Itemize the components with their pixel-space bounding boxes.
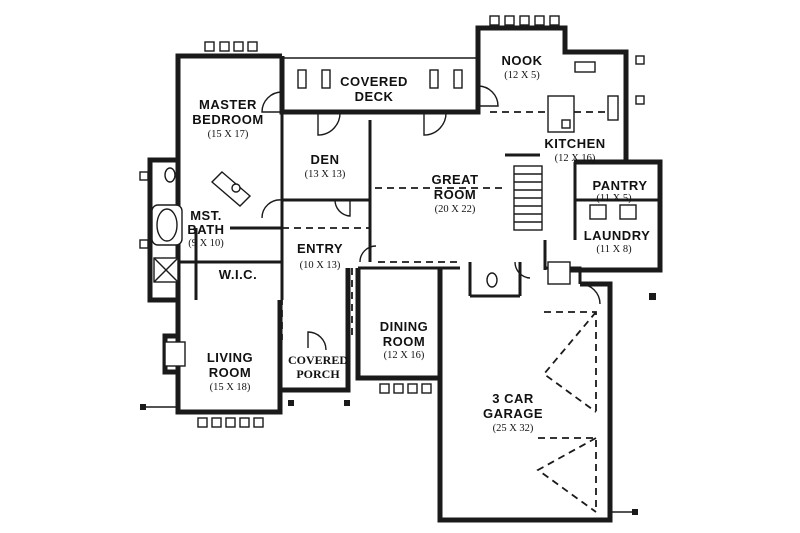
laundry-dim: (11 X 8) <box>596 244 632 255</box>
covered-deck-label-2: DECK <box>355 89 394 104</box>
den-dim: (13 X 13) <box>305 169 346 180</box>
mst-bath-label-1: MST. <box>190 208 222 223</box>
den-label: DEN <box>311 152 340 167</box>
wic-label: W.I.C. <box>219 267 257 282</box>
stairs <box>513 165 571 285</box>
dining-dim: (12 X 16) <box>384 350 425 361</box>
fixtures <box>140 61 638 515</box>
nook-label: NOOK <box>502 53 543 68</box>
kitchen-dim: (12 X 16) <box>555 153 596 164</box>
covered-deck-label-1: COVERED <box>340 74 408 89</box>
nook-dim: (12 X 5) <box>504 70 540 81</box>
master-label-2: BEDROOM <box>192 112 263 127</box>
master-label-1: MASTER <box>199 97 257 112</box>
windows <box>139 15 656 428</box>
master-dim: (15 X 17) <box>208 129 249 140</box>
porch-label-2: PORCH <box>296 367 340 381</box>
mst-bath-label-2: BATH <box>187 222 224 237</box>
kitchen-label: KITCHEN <box>544 136 605 151</box>
porch-label-1: COVERED <box>288 353 348 367</box>
garage-dim: (25 X 32) <box>493 423 534 434</box>
great-room-label-2: ROOM <box>434 187 476 202</box>
dining-label-2: ROOM <box>383 334 425 349</box>
garage-label-1: 3 CAR <box>492 391 534 406</box>
doors <box>261 85 601 351</box>
living-label-1: LIVING <box>207 350 253 365</box>
garage-label-2: GARAGE <box>483 406 543 421</box>
entry-label: ENTRY <box>297 241 343 256</box>
laundry-label: LAUNDRY <box>584 228 651 243</box>
deck-posts <box>297 69 463 89</box>
great-room-label-1: GREAT <box>431 172 478 187</box>
room-labels: NOOK (12 X 5) COVERED DECK MASTER BEDROO… <box>187 53 651 434</box>
living-dim: (15 X 18) <box>210 382 251 393</box>
pantry-label: PANTRY <box>593 178 648 193</box>
great-room-dim: (20 X 22) <box>435 204 476 215</box>
living-label-2: ROOM <box>209 365 251 380</box>
entry-dim: (10 X 13) <box>300 260 341 271</box>
pantry-dim: (11 X 5) <box>596 193 632 204</box>
dining-label-1: DINING <box>380 319 429 334</box>
mst-bath-dim: (9 X 10) <box>188 238 224 249</box>
